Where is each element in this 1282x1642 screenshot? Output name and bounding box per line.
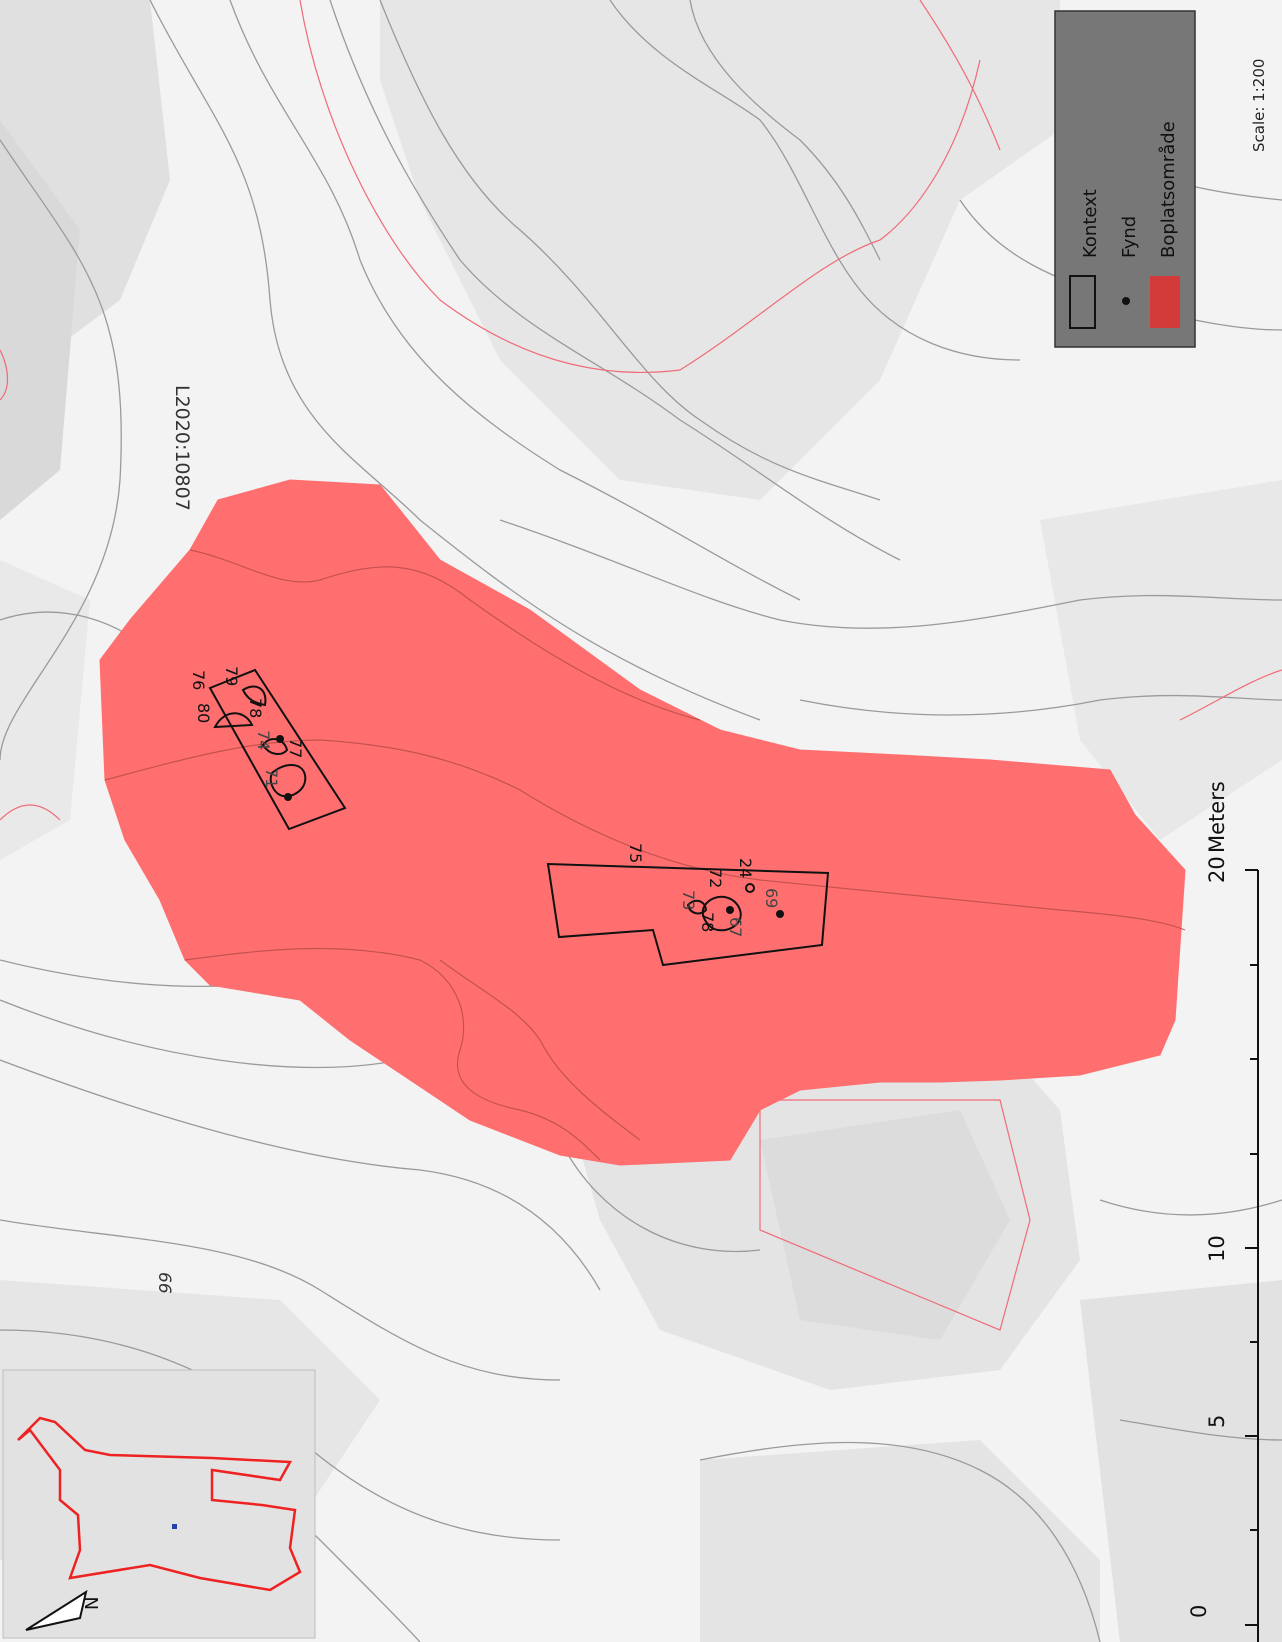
find-points [276,735,784,918]
context-label: 74 [254,730,273,750]
context-labels: 76 79 80 78 74 77 71 75 72 24 73 78 67 6… [189,666,781,937]
property-boundary-lines [0,0,1282,1331]
context-label: 75 [626,843,645,863]
scale-bar: 0 5 10 20 Meters [1187,781,1259,1642]
find-dot [726,906,734,914]
context-label: 78 [698,912,717,932]
north-arrow-label: N [82,1597,103,1610]
legend-label-fynd: Fynd [1119,216,1140,258]
legend-fynd-swatch [1122,297,1130,305]
context-label: 77 [286,738,305,758]
settlement-area [99,479,1186,1166]
find-dot [284,793,292,801]
contour-lines-overlay [104,549,1186,1161]
context-74-shape [261,738,289,755]
context-north-rect [208,668,347,831]
scale-text: Scale: 1:200 [1250,59,1268,152]
context-label: 72 [706,868,725,888]
context-polygons [208,668,830,967]
context-label: 79 [222,666,241,686]
context-label: 69 [762,888,781,908]
context-24-ring [745,883,755,893]
scale-tick-label: 10 [1205,1235,1229,1262]
legend-kontext-swatch [1069,275,1096,329]
context-label: 78 [246,698,265,718]
context-72-shape [701,895,742,932]
legend-boplats-swatch [1150,276,1180,328]
site-id-label: L2020:10807 [171,385,193,511]
overview-site-marker [172,1524,177,1529]
context-73-shape [686,899,708,915]
context-label: 80 [194,703,213,723]
scale-unit-label: Meters [1205,781,1229,853]
find-dot [776,910,784,918]
elevation-label: 66 [154,1272,174,1294]
context-label: 76 [189,670,208,690]
scale-tick-label: 0 [1187,1605,1211,1618]
overview-map [2,1369,316,1639]
context-south-area [546,862,830,967]
legend: Kontext Fynd Boplatsområde [1054,10,1196,348]
legend-label-kontext: Kontext [1080,189,1101,258]
context-label: 67 [726,917,745,937]
scale-tick-label: 5 [1205,1415,1229,1428]
context-label: 71 [262,768,281,788]
overview-map-frame [2,1369,316,1639]
overview-area-outline [17,1416,302,1592]
find-dot [276,735,284,743]
context-80-shape [213,712,254,729]
context-label: 73 [679,890,698,910]
context-label: 24 [736,858,755,878]
context-71-shape [269,764,307,798]
scale-tick-label: 20 [1205,856,1229,883]
north-arrow: N [25,1589,103,1631]
legend-label-boplats: Boplatsområde [1158,121,1179,258]
context-79-shape [241,685,267,707]
north-arrow-icon [25,1589,88,1631]
